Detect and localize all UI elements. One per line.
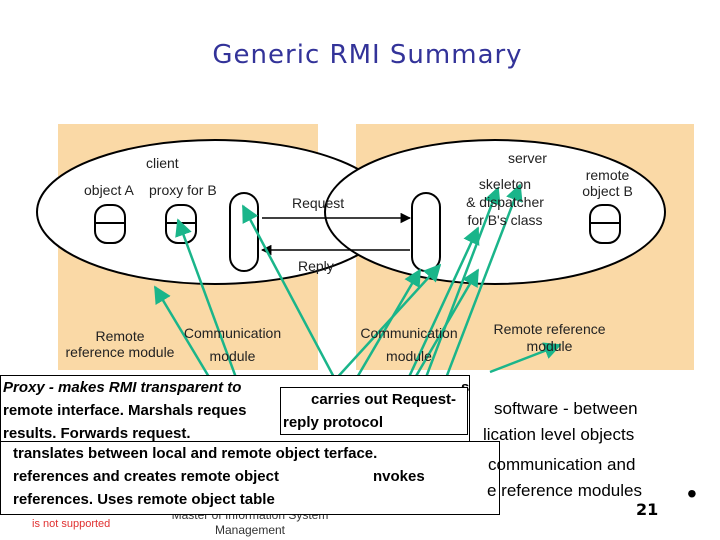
- proxy-shape: [165, 204, 197, 244]
- remoteref-note-line1b: terface.: [323, 445, 378, 462]
- comm-pointer-left: [241, 204, 347, 399]
- right-text-line2: lication level objects: [483, 425, 635, 444]
- remote-ref-left-line1: Remote: [95, 328, 145, 344]
- client-label: client: [146, 155, 179, 171]
- remoteref-note-line2: references and creates remote object nvok…: [3, 465, 497, 488]
- proxy-note-line3: results. Forwards request.: [3, 425, 191, 442]
- comm-right-line2: module: [386, 348, 432, 364]
- reply-label: Reply: [298, 258, 334, 274]
- object-a-shape: [94, 204, 126, 244]
- proxy-note-line2: remote interface. Marshals reques: [3, 402, 247, 419]
- proxy-label: proxy for B: [149, 182, 217, 198]
- object-a-label: object A: [84, 182, 134, 198]
- proxy-note-part1: Proxy - makes RMI transparent to: [3, 379, 242, 396]
- remoteref-note-line2b: nvokes: [373, 468, 425, 485]
- remoteref-note-line1a: translates between local and remote obje…: [13, 445, 324, 462]
- remoteref-right-pointer: [489, 342, 562, 374]
- remoteref-note-line2a: references and creates remote object: [13, 468, 279, 485]
- right-text-line1: software - between: [494, 399, 638, 418]
- remoteref-note: translates between local and remote obje…: [0, 441, 500, 515]
- remoteref-note-line3: references. Uses remote object table: [13, 491, 275, 508]
- right-text-line3: communication and: [488, 455, 636, 474]
- remote-ref-right-label: Remote reference module: [482, 321, 617, 355]
- bullet-mark: •: [687, 478, 697, 509]
- comm-left-line2: module: [209, 348, 256, 364]
- object-b-shape: [589, 204, 621, 244]
- remote-object-line1: remote: [585, 167, 630, 183]
- comm-left-label: Communication module: [175, 322, 290, 368]
- client-pipe: [229, 192, 259, 272]
- comm-note: carries out Request- reply protocol: [280, 387, 468, 435]
- right-text-line4: e reference modules: [487, 481, 642, 500]
- not-supported-text: is not supported: [32, 518, 111, 530]
- remoteref-note-line1: translates between local and remote obje…: [3, 442, 497, 465]
- server-process: [324, 139, 666, 285]
- skeleton-pipe: [411, 192, 441, 272]
- comm-note-line1: carries out Request-: [311, 391, 457, 408]
- remote-ref-right-line2: module: [526, 338, 573, 354]
- slide-title: Generic RMI Summary: [212, 40, 523, 70]
- remote-object-line2: object B: [582, 183, 633, 199]
- commref-pointer: [403, 268, 480, 396]
- remote-ref-left-label: Remote reference module: [55, 328, 185, 360]
- comm-right-label: Communication module: [350, 322, 468, 368]
- remote-ref-right-line1: Remote reference: [493, 321, 606, 337]
- comm-left-line1: Communication: [183, 325, 282, 341]
- server-label: server: [508, 150, 547, 166]
- page-number: 21: [636, 500, 659, 519]
- comm-right-line1: Communication: [360, 325, 458, 341]
- comm-note-line2: reply protocol: [283, 414, 384, 431]
- skeleton-label-line1: skeleton: [478, 176, 532, 192]
- skeleton-label: skeleton & dispatcher for B's class: [450, 175, 560, 229]
- request-label: Request: [292, 195, 345, 211]
- skeleton-label-line3: for B's class: [467, 212, 543, 228]
- skeleton-label-line2: & dispatcher: [466, 194, 544, 210]
- footer-line2: Management: [214, 523, 286, 537]
- remote-object-label: remote object B: [570, 167, 645, 199]
- remote-ref-left-line2: reference module: [65, 344, 175, 360]
